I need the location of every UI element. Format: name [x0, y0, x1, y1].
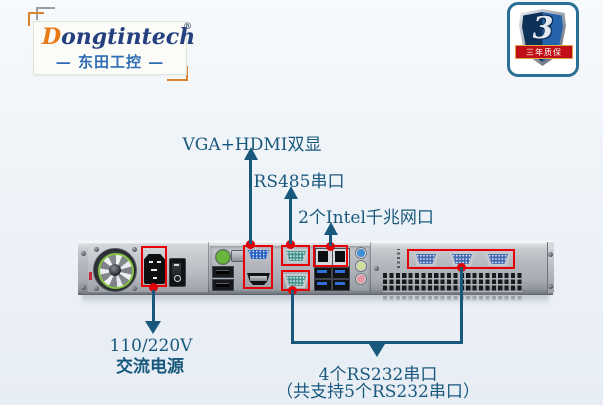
logo-letter-d: D — [42, 24, 62, 50]
audio-mic-jack — [355, 273, 367, 285]
vent-slot — [397, 249, 400, 268]
registered-trademark-icon: ® — [183, 22, 192, 32]
ac-pin — [153, 277, 157, 279]
highlight-vga-hdmi — [243, 245, 273, 289]
rs232-db9-port — [449, 252, 475, 266]
callout-dot-rs485 — [286, 240, 295, 249]
ac-pin — [157, 261, 161, 263]
callout-dot-power — [149, 283, 158, 292]
callout-line-rs485 — [289, 199, 292, 244]
label-power-ac: 交流电源 — [116, 357, 184, 377]
brand-logo-subtitle: — 东田工控 — — [55, 53, 165, 71]
arrow-down-icon — [145, 321, 161, 334]
rs232-db9-port — [283, 274, 309, 288]
screw — [94, 247, 99, 252]
arrow-down-icon — [369, 344, 385, 357]
label-vga-hdmi: VGA+HDMI双显 — [182, 135, 322, 155]
logo-rest: ongtintech — [61, 24, 196, 50]
switch-on-mark — [174, 264, 179, 266]
screw — [374, 266, 379, 271]
usb2-port — [212, 279, 234, 291]
callout-dot-lan — [326, 242, 335, 251]
arrow-up-icon — [324, 222, 338, 235]
callout-line-rs232-right — [460, 267, 463, 343]
warranty-badge: 3 三年质保 — [507, 2, 579, 77]
corner-bracket-decoration — [28, 12, 44, 26]
chassis-shadow — [82, 294, 549, 306]
usb3-port — [332, 267, 350, 279]
ps2-port — [215, 249, 231, 265]
rs232-db9-port — [485, 252, 511, 266]
panel-seam — [208, 242, 209, 293]
screw — [94, 286, 99, 291]
usb3-port — [314, 267, 332, 279]
panel-seam — [370, 242, 371, 293]
label-rs232-note: （共支持5个RS232串口） — [276, 382, 480, 402]
rs485-db9-port — [283, 249, 309, 263]
usb3-port — [314, 279, 332, 291]
power-switch-rocker — [172, 263, 181, 280]
switch-off-mark — [174, 275, 181, 282]
screw — [548, 284, 553, 289]
callout-dot-vga — [246, 240, 255, 249]
brand-logo-text: Dongtintech® — [42, 22, 195, 50]
label-power-voltage: 110/220V — [109, 336, 193, 356]
screw — [132, 286, 137, 291]
screw — [81, 251, 86, 256]
badge-banner: 三年质保 — [515, 45, 573, 59]
rack-ear-right — [547, 242, 554, 293]
usb3-port — [332, 279, 350, 291]
screw — [132, 247, 137, 252]
highlight-rs485 — [281, 245, 310, 266]
label-rs232-count: 4个RS232串口 — [318, 365, 438, 385]
arrow-up-icon — [244, 147, 258, 160]
label-lan: 2个Intel千兆网口 — [298, 208, 434, 228]
screw — [548, 252, 553, 257]
vga-port-insert — [248, 250, 269, 259]
brand-logo: Dongtintech® — 东田工控 — — [33, 21, 195, 75]
callout-line-power — [152, 290, 155, 322]
ac-pin — [149, 261, 153, 263]
arrow-up-icon — [284, 186, 298, 199]
psu-fan-hub — [109, 264, 121, 276]
ac-pin — [151, 269, 157, 271]
hdmi-port-insert — [250, 276, 267, 281]
corner-bracket-decoration — [167, 66, 188, 81]
screw — [81, 285, 86, 290]
vent-grille — [383, 273, 522, 292]
vent-grille-reflection — [383, 294, 522, 301]
usb2-port — [212, 266, 234, 278]
label-rs485: RS485串口 — [253, 172, 345, 192]
rs232-db9-port — [413, 252, 439, 266]
callout-line-rs232-horizontal — [291, 341, 463, 344]
callout-line-rs232-left — [291, 290, 294, 343]
audio-line-in-jack — [355, 247, 367, 259]
fan-sticker — [89, 272, 92, 280]
highlight-power — [141, 246, 167, 287]
audio-line-out-jack — [355, 260, 367, 272]
callout-line-lan — [329, 235, 332, 246]
badge-number: 3 — [532, 11, 554, 46]
callout-line-vga — [249, 160, 252, 244]
